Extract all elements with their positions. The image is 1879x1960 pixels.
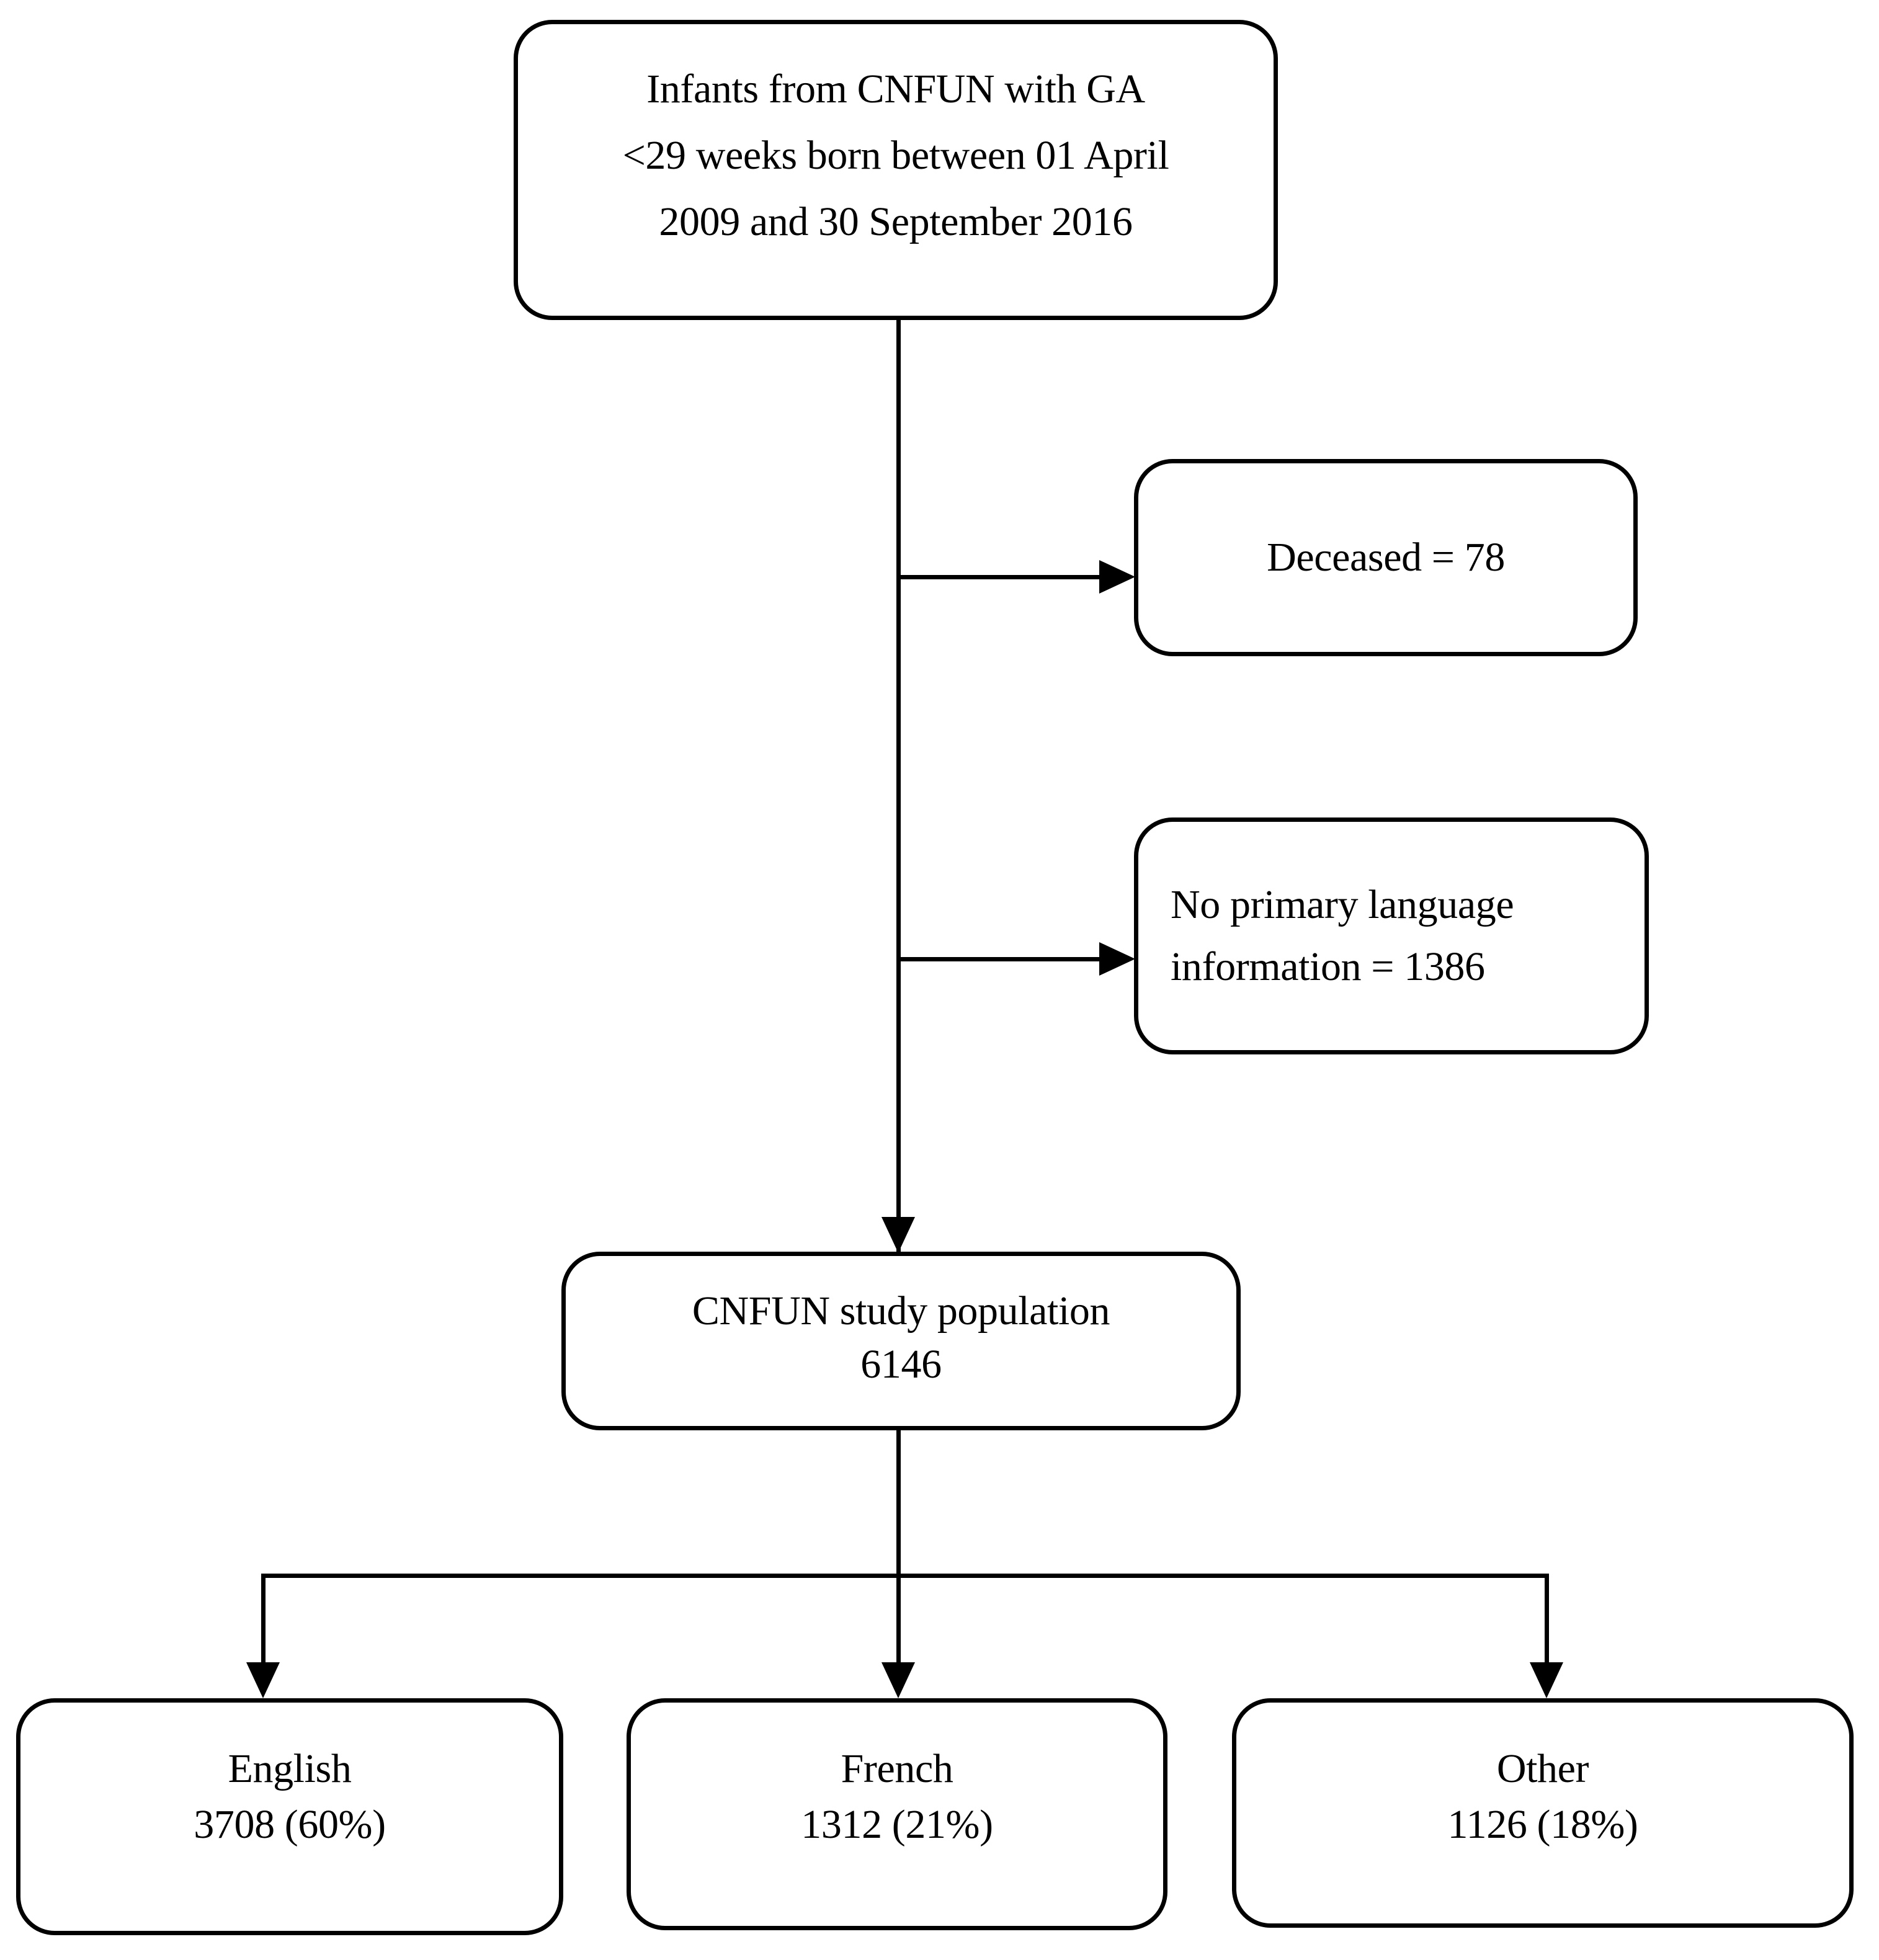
node-other-line-2: 1126 (18%) — [1447, 1801, 1638, 1847]
node-deceased-line-1: Deceased = 78 — [1267, 535, 1505, 581]
arrowhead-to-english — [246, 1662, 280, 1698]
node-source-cohort: Infants from CNFUN with GA <29 weeks bor… — [514, 20, 1278, 320]
node-english-line-2: 3708 (60%) — [194, 1801, 386, 1847]
node-study-population: CNFUN study population 6146 — [561, 1252, 1241, 1430]
connector-to-other — [1545, 1574, 1549, 1665]
connector-to-deceased — [896, 575, 1101, 579]
node-no-language-line-1: No primary language — [1171, 881, 1514, 927]
node-no-language-line-2: information = 1386 — [1171, 944, 1485, 989]
connector-to-english — [261, 1574, 266, 1665]
connector-population-stem — [896, 1430, 901, 1578]
node-source-line-1: Infants from CNFUN with GA — [646, 66, 1145, 112]
arrowhead-to-population — [881, 1217, 915, 1253]
node-language-other: Other 1126 (18%) — [1232, 1698, 1854, 1928]
arrowhead-to-no-language — [1099, 942, 1135, 976]
node-source-line-3: 2009 and 30 September 2016 — [659, 198, 1133, 244]
connector-main-spine — [896, 320, 901, 1253]
arrowhead-to-deceased — [1099, 560, 1135, 594]
node-french-line-1: French — [841, 1746, 953, 1791]
arrowhead-to-other — [1530, 1662, 1563, 1698]
node-deceased: Deceased = 78 — [1134, 459, 1638, 656]
connector-to-no-language — [896, 957, 1101, 961]
node-language-english: English 3708 (60%) — [16, 1698, 563, 1935]
node-source-line-2: <29 weeks born between 01 April — [622, 132, 1169, 178]
connector-language-split-bar — [261, 1574, 1549, 1578]
node-french-line-2: 1312 (21%) — [801, 1801, 993, 1847]
node-population-line-1: CNFUN study population — [692, 1288, 1110, 1334]
node-no-primary-language: No primary language information = 1386 — [1134, 817, 1649, 1054]
node-language-french: French 1312 (21%) — [627, 1698, 1167, 1930]
node-population-line-2: 6146 — [860, 1341, 942, 1387]
node-other-line-1: Other — [1496, 1746, 1589, 1791]
connector-to-french — [896, 1574, 901, 1665]
arrowhead-to-french — [881, 1662, 915, 1698]
node-english-line-1: English — [228, 1746, 352, 1791]
